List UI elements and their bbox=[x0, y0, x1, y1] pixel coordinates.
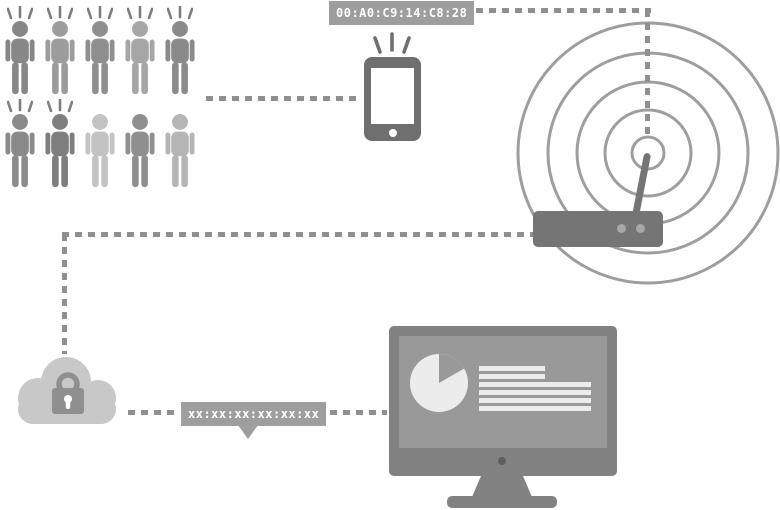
anonymized-mac-label: xx:xx:xx:xx:xx:xx bbox=[181, 402, 327, 426]
signal-marks-icon bbox=[167, 6, 193, 19]
signal-marks-icon bbox=[47, 99, 73, 112]
connector-router-to-cloud-vertical bbox=[62, 234, 67, 354]
router-indicator-dot bbox=[617, 224, 626, 233]
connector-label-to-router-horizontal bbox=[463, 8, 651, 13]
phone-home-button bbox=[388, 129, 397, 137]
people-row-1 bbox=[3, 6, 197, 95]
connector-cloud-to-anon-label bbox=[128, 410, 180, 415]
monitor-stand bbox=[472, 476, 532, 497]
person-icon bbox=[83, 21, 117, 95]
person-icon bbox=[163, 21, 197, 95]
signal-marks-icon bbox=[7, 6, 33, 19]
device-mac-label: 00:A0:C9:14:C8:28 bbox=[329, 1, 475, 25]
person-icon bbox=[3, 21, 37, 95]
person-icon bbox=[123, 114, 157, 188]
person-icon bbox=[3, 114, 37, 188]
monitor-power-dot bbox=[498, 457, 506, 465]
person-figure bbox=[83, 6, 117, 95]
text-line bbox=[479, 398, 591, 403]
signal-marks-icon bbox=[87, 6, 113, 19]
pie-chart-icon bbox=[410, 354, 468, 412]
padlock-icon bbox=[52, 372, 84, 414]
person-icon bbox=[163, 114, 197, 188]
text-line bbox=[479, 390, 591, 395]
router-indicator-dot bbox=[636, 224, 645, 233]
secure-cloud-icon bbox=[18, 357, 116, 424]
person-figure bbox=[163, 114, 197, 188]
pointer-triangle-icon bbox=[238, 425, 258, 439]
person-icon bbox=[123, 21, 157, 95]
connector-label-to-router-vertical bbox=[645, 10, 650, 140]
signal-marks-icon bbox=[47, 6, 73, 19]
text-line bbox=[479, 382, 591, 387]
analytics-text-lines bbox=[479, 366, 591, 414]
text-line bbox=[479, 366, 545, 371]
smartphone-icon bbox=[364, 57, 421, 141]
person-figure bbox=[123, 114, 157, 188]
person-icon bbox=[43, 21, 77, 95]
person-figure bbox=[3, 99, 37, 188]
signal-marks-icon bbox=[7, 99, 33, 112]
signal-marks-icon bbox=[373, 32, 411, 54]
connector-router-to-cloud-horizontal bbox=[62, 232, 533, 237]
person-figure bbox=[163, 6, 197, 95]
person-figure bbox=[43, 6, 77, 95]
person-figure bbox=[123, 6, 157, 95]
text-line bbox=[479, 406, 591, 411]
person-icon bbox=[43, 114, 77, 188]
person-figure bbox=[43, 99, 77, 188]
connector-anon-label-to-monitor bbox=[317, 410, 387, 415]
connector-people-to-phone bbox=[206, 96, 358, 101]
text-line bbox=[479, 374, 545, 379]
people-row-2 bbox=[3, 99, 197, 188]
person-figure bbox=[3, 6, 37, 95]
wifi-router-icon bbox=[533, 211, 663, 247]
signal-marks-icon bbox=[127, 6, 153, 19]
person-figure bbox=[83, 114, 117, 188]
person-icon bbox=[83, 114, 117, 188]
monitor-base bbox=[447, 496, 557, 508]
phone-screen bbox=[371, 68, 414, 124]
